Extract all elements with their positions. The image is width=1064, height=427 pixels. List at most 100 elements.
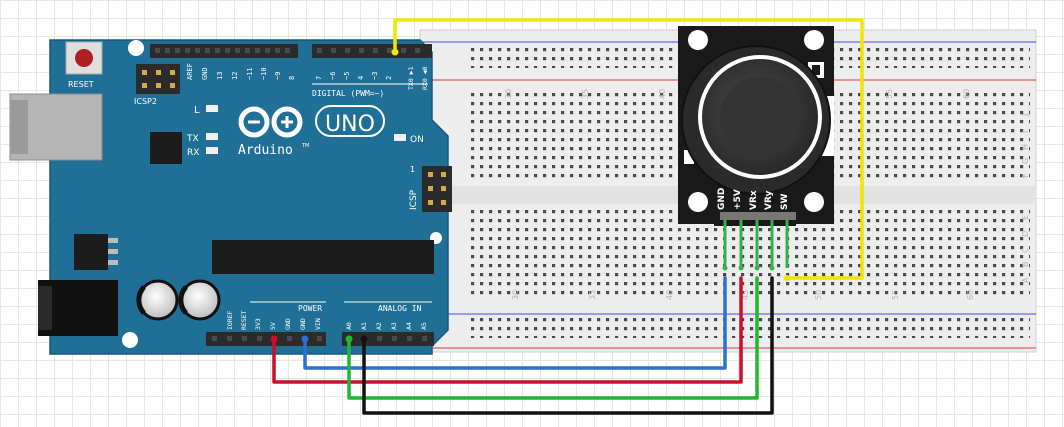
reset-button[interactable]	[65, 41, 103, 75]
row-letter: E	[1021, 215, 1030, 220]
pin-label: A0	[345, 322, 353, 330]
atmega-microcontroller	[212, 240, 434, 274]
row-letter: I	[1021, 131, 1030, 133]
pin-label: A1	[360, 322, 368, 330]
capacitor	[178, 279, 221, 321]
led-tx-label: TX	[186, 134, 199, 144]
pin-label: RESET	[240, 310, 248, 330]
led-rx-label: RX	[187, 148, 199, 158]
wire-blue[interactable]	[303, 276, 727, 370]
pin-label: AREF	[186, 63, 194, 80]
joystick-pin-label: GND	[717, 188, 727, 210]
pin-label: 2	[385, 76, 393, 80]
icsp2-header	[136, 64, 180, 94]
row-letter: A	[1021, 277, 1030, 283]
col-num: 55	[885, 89, 894, 99]
joystick-pin-label: VRx	[749, 190, 759, 210]
col-num: 50	[814, 290, 823, 300]
pin-label: 4	[357, 76, 365, 80]
pin-label: ~5	[343, 72, 351, 80]
row-letters: J I H G F E D C B A	[1021, 114, 1030, 283]
pin-label: ~6	[329, 72, 337, 80]
pin-label: A5	[420, 322, 428, 330]
joystick-pin-label: SW	[780, 194, 790, 210]
mounting-hole	[122, 332, 138, 348]
pin-label: ~9	[274, 72, 282, 80]
pin-label: GND	[201, 67, 209, 80]
icsp-label: ICSP	[409, 189, 419, 210]
col-num: 60	[966, 290, 975, 300]
arduino-uno-board: RESET ICSP2 AREF GND 13 12 ~11 ~10 ~9 8	[9, 39, 452, 355]
model-label: UNO	[325, 112, 375, 137]
power-header-label: POWER	[298, 304, 322, 313]
analog-header	[342, 332, 434, 346]
icsp-header	[422, 166, 452, 212]
col-num: 60	[962, 89, 971, 99]
joystick-module[interactable]: GND +5V VRx VRy SW	[678, 26, 834, 281]
joystick-pin-label: +5V	[733, 189, 743, 210]
wires	[270, 18, 864, 415]
power-pin-labels: IOREF RESET 3V3 5V GND GND VIN	[226, 310, 322, 330]
pin-label: A3	[390, 322, 398, 330]
led-on-label: ON	[410, 135, 424, 145]
pin-label: GND	[284, 318, 292, 330]
row-letter: F	[1021, 173, 1030, 178]
pin-label: 12	[231, 72, 239, 80]
digital-header-label: DIGITAL (PWM=~)	[312, 89, 384, 98]
pin-label: 8	[288, 76, 296, 80]
col-num: 35	[588, 290, 597, 300]
pin-label: 5V	[269, 322, 277, 330]
pin-label: ~10	[260, 67, 268, 80]
col-num: 40	[665, 290, 674, 300]
joystick-pin-label: VRy	[764, 191, 774, 210]
pin-label: A4	[405, 322, 413, 330]
col-num: 40	[658, 89, 667, 99]
col-num: 55	[891, 290, 900, 300]
digital-pin-labels: AREF GND 13 12 ~11 ~10 ~9 8 7 ~6 ~5 4 ~3…	[186, 63, 429, 90]
wire-black[interactable]	[362, 276, 774, 415]
pin-label: ~3	[371, 72, 379, 80]
pin-label: 7	[315, 76, 323, 80]
uno-badge	[315, 105, 385, 137]
col-num: 35	[581, 89, 590, 99]
wire-yellow[interactable]	[393, 18, 864, 280]
pin-label: GND	[299, 318, 307, 330]
pin-label: IOREF	[226, 310, 234, 330]
wire-green[interactable]	[347, 276, 759, 400]
row-letter: G	[1021, 158, 1030, 164]
row-letter: D	[1021, 231, 1030, 237]
voltage-regulator	[74, 234, 118, 270]
pin-label: RX0 ◀0	[421, 66, 429, 90]
row-letter: B	[1021, 262, 1030, 268]
row-letter: C	[1021, 247, 1030, 253]
pin-label: 13	[216, 72, 224, 80]
pin-label: 3V3	[254, 318, 262, 330]
row-letter: H	[1021, 144, 1030, 150]
mounting-hole	[128, 40, 144, 56]
bottom-power-rail	[420, 313, 1036, 349]
pin-label: TX0 ▶1	[407, 66, 415, 90]
pin-label: A2	[375, 322, 383, 330]
digital-header	[150, 44, 432, 58]
icsp-pin1-label: 1	[410, 165, 415, 174]
wire-red[interactable]	[272, 276, 743, 384]
row-letter: J	[1021, 114, 1030, 117]
analog-pin-labels: A0 A1 A2 A3 A4 A5	[345, 322, 428, 330]
analog-header-label: ANALOG IN	[378, 304, 422, 313]
col-num: 30	[511, 290, 520, 300]
col-num: 45	[741, 290, 750, 300]
brand-label: Arduino	[238, 143, 293, 158]
pin-label: VIN	[314, 318, 322, 330]
brand-trademark: TM	[301, 143, 309, 149]
column-numbers-bottom: 30 35 40 45 50 55 60	[511, 290, 975, 300]
power-header	[206, 332, 326, 346]
col-num: 30	[504, 89, 513, 99]
status-leds	[206, 105, 406, 154]
icsp2-label: ICSP2	[134, 97, 157, 106]
capacitor	[136, 279, 179, 321]
pin-label: ~11	[246, 67, 254, 80]
reset-label: RESET	[68, 80, 94, 89]
led-l-label: L	[194, 105, 200, 116]
arduino-infinity-logo	[238, 106, 303, 138]
